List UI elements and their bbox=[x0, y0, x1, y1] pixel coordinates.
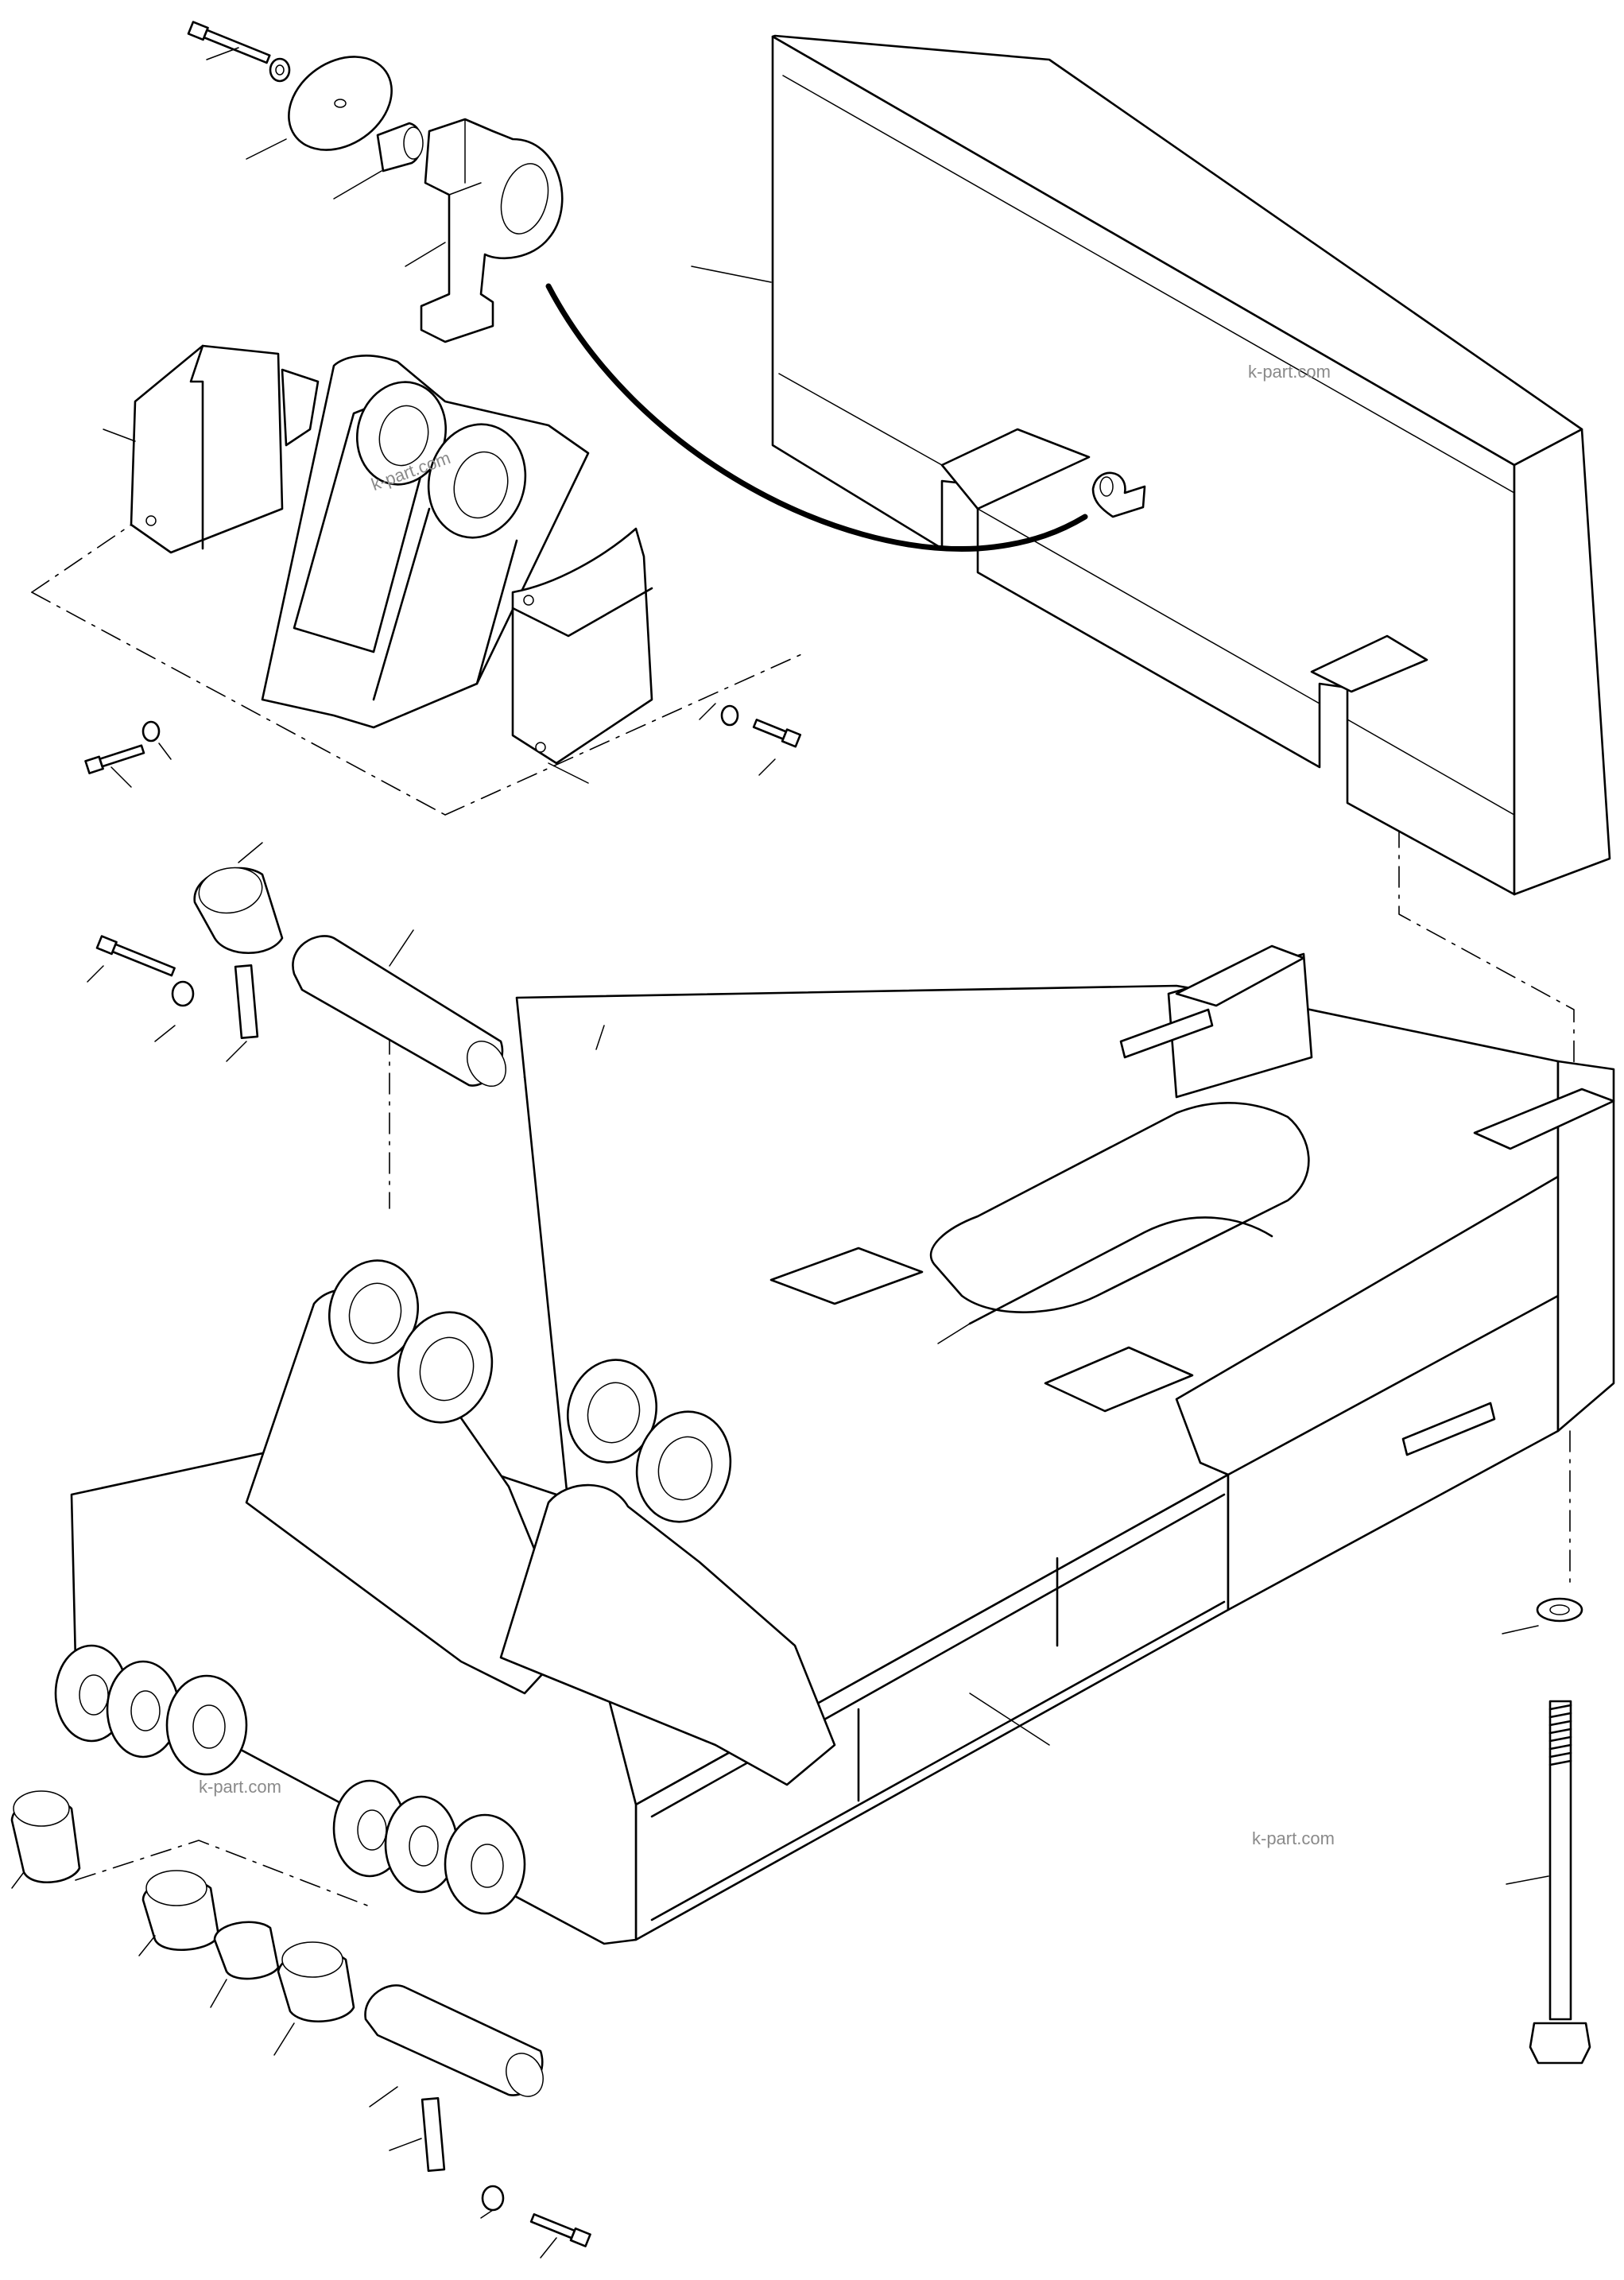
bolt-icon bbox=[84, 744, 145, 774]
counterweight-mount-pad bbox=[940, 428, 1091, 510]
bolt-icon bbox=[529, 2213, 591, 2247]
left-cover-plate bbox=[130, 344, 320, 554]
right-cover-plate bbox=[511, 527, 653, 765]
watermark: k-part.com bbox=[1252, 1828, 1335, 1848]
counterweight-bolt-assembly bbox=[1529, 1597, 1591, 2065]
pin-icon bbox=[292, 935, 504, 1087]
assembly-guide-lines bbox=[31, 516, 1575, 1909]
mount-pad bbox=[1119, 1008, 1214, 1059]
callout-leaders bbox=[11, 47, 1549, 2259]
mount-pad bbox=[1401, 1402, 1496, 1456]
upper-pivot-bracket bbox=[261, 355, 590, 729]
retainer-plate-icon bbox=[421, 2096, 446, 2173]
bolt-icon bbox=[95, 935, 176, 977]
counterweight bbox=[771, 34, 1611, 896]
mount-pad bbox=[1044, 1346, 1194, 1413]
main-frame bbox=[54, 944, 1615, 1945]
washer-icon bbox=[481, 2185, 505, 2212]
hook-icon bbox=[420, 118, 564, 343]
counterweight-mount-pad bbox=[1473, 1088, 1615, 1150]
washer-icon bbox=[171, 980, 195, 1007]
bracket-tab bbox=[281, 368, 320, 447]
spacer-icon bbox=[213, 1921, 280, 1980]
lifting-hook-assembly bbox=[187, 21, 564, 343]
counterweight-side bbox=[1513, 428, 1611, 896]
bolt-icon bbox=[187, 21, 271, 64]
frame-rear-wall bbox=[1227, 1294, 1560, 1611]
bolt-head-icon bbox=[1529, 2022, 1591, 2065]
counterweight-mount-pad bbox=[1175, 944, 1305, 1007]
lifting-chain bbox=[545, 283, 1088, 553]
watermark: k-part.com bbox=[199, 1777, 281, 1797]
counterweight-mount-pad bbox=[1310, 634, 1428, 693]
retainer-plate-icon bbox=[234, 964, 259, 1040]
mount-pad bbox=[769, 1247, 924, 1305]
bolt-icon bbox=[752, 719, 802, 748]
frame-end-wall bbox=[1556, 1060, 1615, 1433]
washer-icon bbox=[141, 720, 161, 743]
pin-icon bbox=[364, 1984, 544, 2096]
lug-assembly bbox=[499, 1483, 836, 1786]
watermark: k-part.com bbox=[1248, 362, 1331, 382]
washer-icon bbox=[720, 704, 739, 727]
lower-pin-assembly bbox=[10, 1790, 591, 2247]
